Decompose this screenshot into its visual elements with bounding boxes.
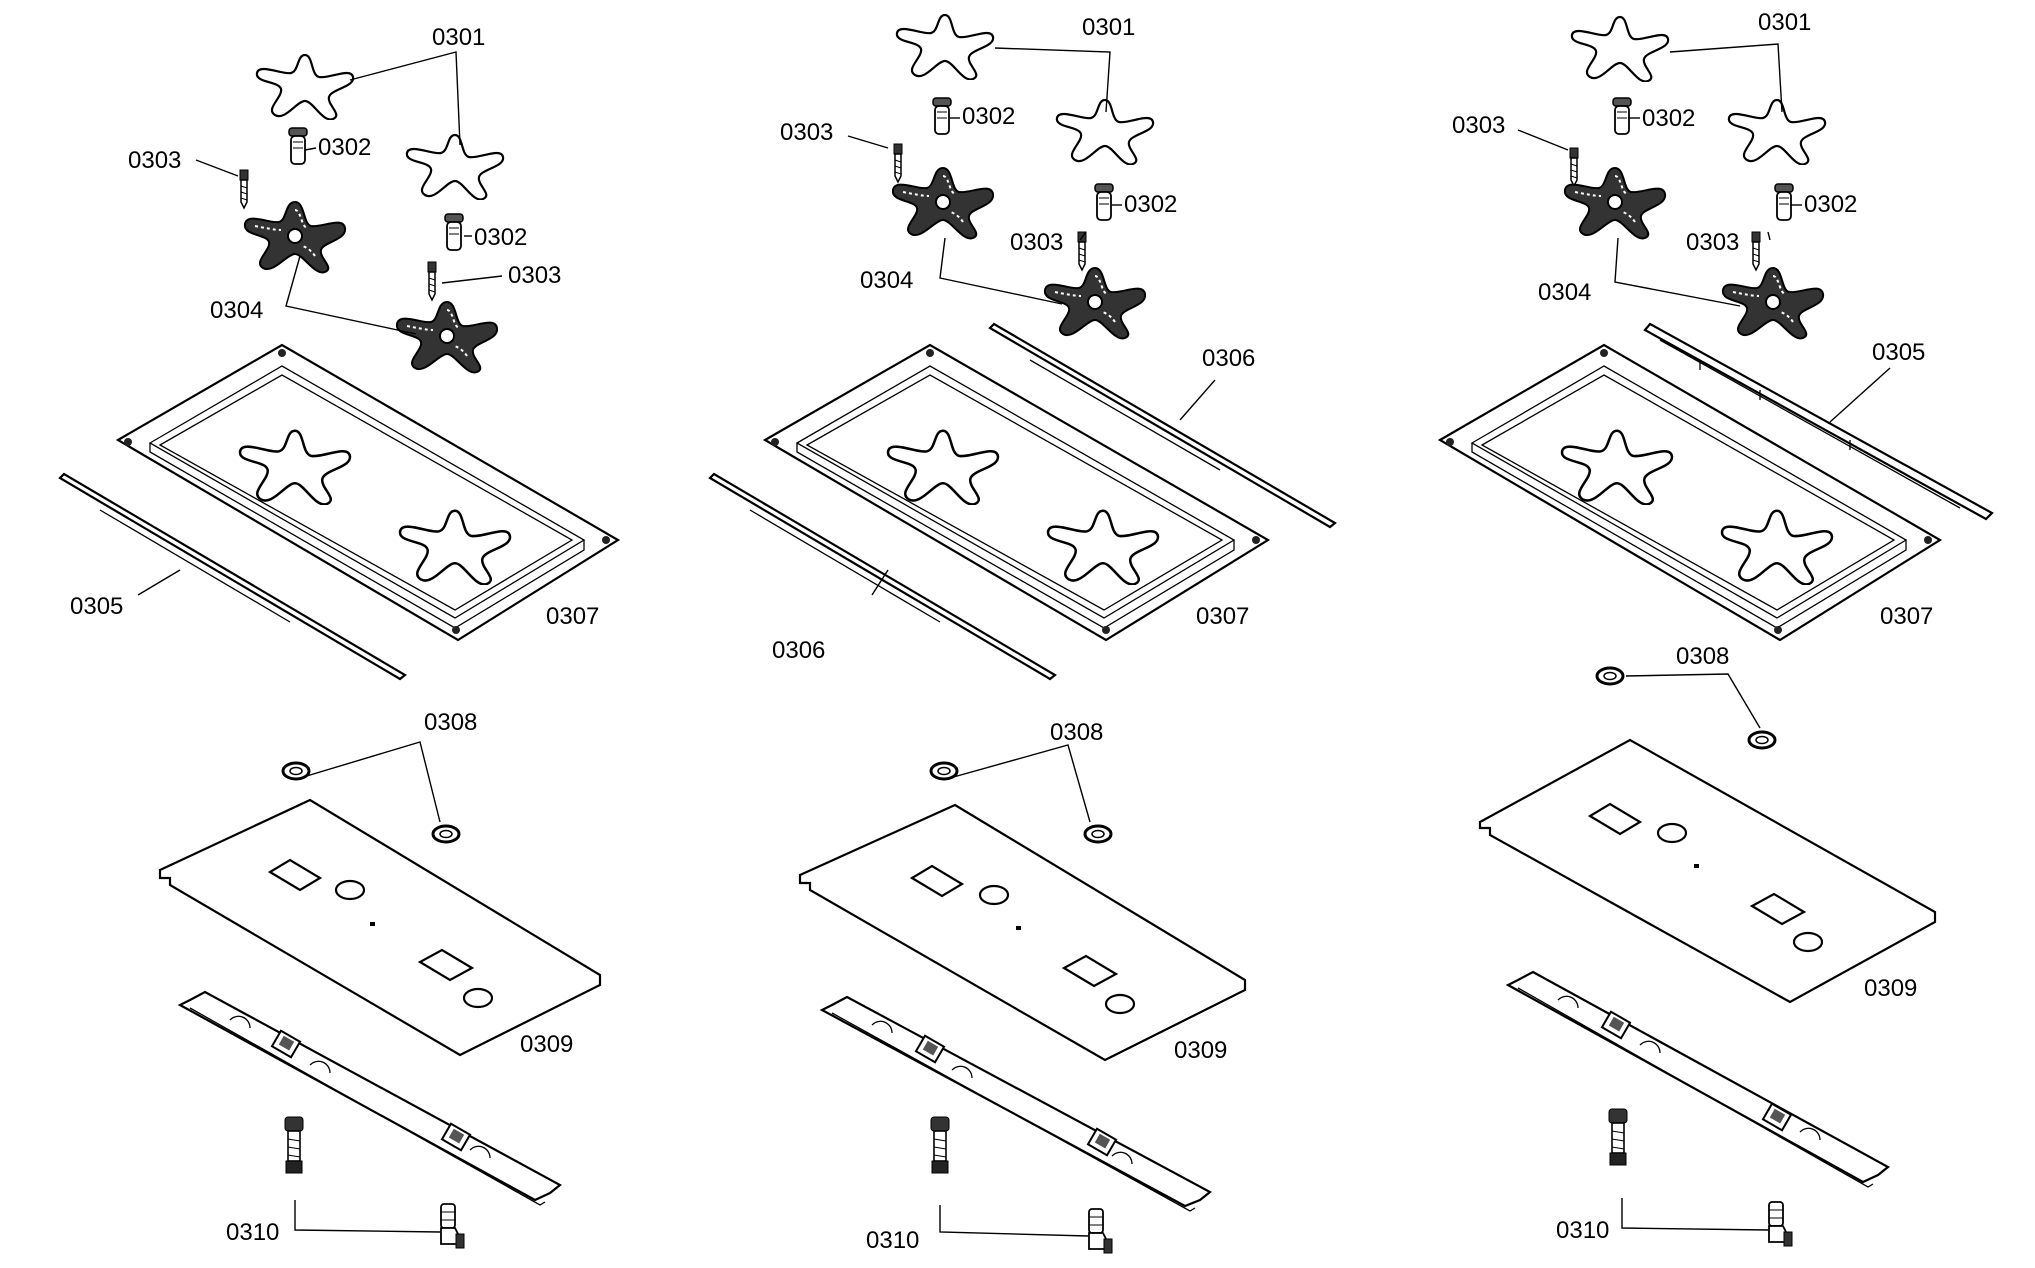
label-0308: 0308 [1676, 643, 1729, 670]
label-0306: 0306 [1202, 345, 1255, 372]
screw [893, 143, 903, 183]
injector [1094, 183, 1114, 221]
label-0310: 0310 [866, 1227, 919, 1254]
nut [1595, 666, 1625, 686]
label-0302: 0302 [1642, 105, 1695, 132]
label-0302: 0302 [318, 134, 371, 161]
label-0307: 0307 [546, 603, 599, 630]
injector [1612, 97, 1632, 135]
burner [1563, 167, 1667, 240]
part-labels: 0301 0302 0302 0303 0303 0304 0305 0307 … [70, 24, 599, 1246]
screw [239, 169, 249, 209]
burner [243, 201, 347, 274]
support-bracket [177, 990, 562, 1206]
label-0303: 0303 [508, 262, 561, 289]
gas-fitting [930, 1116, 950, 1174]
burner-cap [405, 133, 505, 200]
support-bracket [1505, 970, 1890, 1188]
leader-lines [847, 47, 1216, 1237]
gas-fitting [1608, 1108, 1628, 1166]
part-labels: 0301 0302 0302 0303 0303 0304 0305 0307 … [1452, 9, 1933, 1244]
label-0308: 0308 [1050, 719, 1103, 746]
burner-cap [1570, 15, 1670, 82]
view-left: 0301 0302 0302 0303 0303 0304 0305 0307 … [58, 24, 621, 1249]
injector [932, 97, 952, 135]
label-0305: 0305 [70, 593, 123, 620]
label-0303: 0303 [1452, 112, 1505, 139]
nut [1747, 730, 1777, 750]
trim-strip [708, 472, 1057, 681]
label-0303: 0303 [1686, 229, 1739, 256]
label-0301: 0301 [432, 24, 485, 51]
label-0302: 0302 [1804, 191, 1857, 218]
gasket-sheet [798, 803, 1247, 1062]
gas-elbow [1088, 1208, 1113, 1254]
burner [1721, 267, 1825, 340]
label-0302: 0302 [962, 103, 1015, 130]
gas-elbow [1768, 1201, 1793, 1247]
trim-strip [988, 322, 1337, 529]
burner-cap [1055, 98, 1155, 165]
label-0305: 0305 [1872, 339, 1925, 366]
burner-tray [762, 343, 1271, 642]
leader-lines [1517, 43, 1891, 1231]
nut [431, 824, 461, 844]
label-0307: 0307 [1196, 603, 1249, 630]
gasket-sheet [158, 798, 602, 1057]
view-middle: 0301 0302 0302 0303 0303 0304 0306 0306 … [708, 13, 1337, 1254]
label-0308: 0308 [424, 709, 477, 736]
part-labels: 0301 0302 0302 0303 0303 0304 0306 0306 … [772, 14, 1255, 1254]
trim-strip [58, 472, 407, 681]
screw [427, 261, 437, 301]
label-0309: 0309 [1174, 1037, 1227, 1064]
label-0304: 0304 [1538, 279, 1591, 306]
label-0309: 0309 [520, 1031, 573, 1058]
gas-fitting [284, 1116, 304, 1174]
screw [1751, 231, 1761, 271]
view-right: 0301 0302 0302 0303 0303 0304 0305 0307 … [1437, 9, 1994, 1247]
label-0301: 0301 [1082, 14, 1135, 41]
trim-strip [1643, 322, 1994, 521]
support-bracket [819, 995, 1212, 1212]
label-0310: 0310 [226, 1219, 279, 1246]
injector [288, 127, 308, 165]
burner-cap [1727, 98, 1827, 165]
burner-cap [895, 13, 995, 80]
injector [1774, 183, 1794, 221]
label-0304: 0304 [860, 267, 913, 294]
label-0303: 0303 [1010, 229, 1063, 256]
label-0310: 0310 [1556, 1217, 1609, 1244]
burner-tray [115, 343, 621, 642]
label-0303: 0303 [780, 119, 833, 146]
label-0306: 0306 [772, 637, 825, 664]
label-0307: 0307 [1880, 603, 1933, 630]
label-0301: 0301 [1758, 9, 1811, 36]
label-0304: 0304 [210, 297, 263, 324]
label-0302: 0302 [474, 224, 527, 251]
burner [395, 301, 499, 374]
label-0302: 0302 [1124, 191, 1177, 218]
burner-cap [255, 53, 355, 120]
nut [1083, 824, 1113, 844]
burner [891, 167, 995, 240]
leader-lines [137, 51, 503, 1233]
injector [444, 213, 464, 251]
screw [1569, 147, 1579, 187]
label-0303: 0303 [128, 147, 181, 174]
gas-elbow [440, 1203, 465, 1249]
gasket-sheet [1478, 738, 1937, 1004]
label-0309: 0309 [1864, 975, 1917, 1002]
burner-tray [1437, 343, 1943, 642]
